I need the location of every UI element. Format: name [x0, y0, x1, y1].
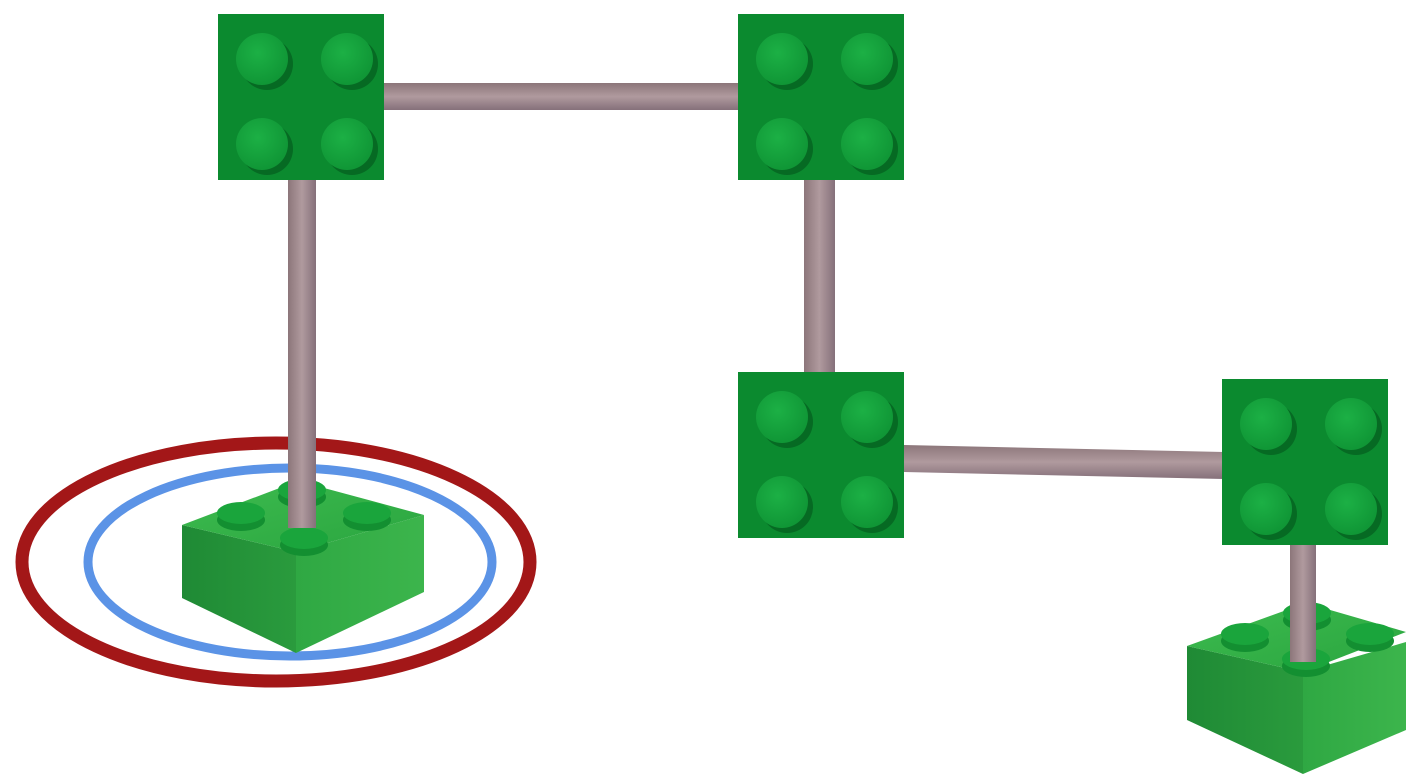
stud-2 [1325, 398, 1377, 450]
iso-stud-left [1221, 623, 1269, 652]
iso-brick-left-side-left [182, 525, 296, 653]
iso-stud-front [280, 527, 328, 556]
stud-2 [841, 391, 893, 443]
stud-4 [1325, 483, 1377, 535]
flat-bricks [218, 14, 1388, 545]
iso-stud-right [343, 502, 391, 531]
rod-end-iso-right [1290, 600, 1316, 662]
stud-4 [841, 118, 893, 170]
flat-brick-c [738, 372, 904, 538]
iso-stud-right [1346, 623, 1394, 652]
iso-brick-right-side-left [1187, 646, 1303, 774]
iso-stud-left [217, 502, 265, 531]
flat-brick-a [218, 14, 384, 180]
stud-1 [756, 33, 808, 85]
stud-3 [1240, 483, 1292, 535]
stud-2 [321, 33, 373, 85]
stud-1 [236, 33, 288, 85]
flat-brick-b [738, 14, 904, 180]
rod-brick-a-to-brick-b [384, 83, 740, 110]
stud-3 [756, 476, 808, 528]
rod-brick-b-to-brick-c [804, 178, 835, 374]
stud-2 [841, 33, 893, 85]
stud-1 [756, 391, 808, 443]
iso-brick-right-side-right [1303, 642, 1406, 774]
stud-4 [321, 118, 373, 170]
stud-3 [756, 118, 808, 170]
outer-highlight-ring [15, 436, 537, 688]
rod-brick-c-to-brick-d [904, 445, 1224, 479]
stud-3 [236, 118, 288, 170]
rod-brick-a-to-iso-left [288, 176, 316, 528]
stud-1 [1240, 398, 1292, 450]
stud-4 [841, 476, 893, 528]
flat-brick-d [1222, 379, 1388, 545]
iso-brick-left-side-right [296, 515, 424, 653]
